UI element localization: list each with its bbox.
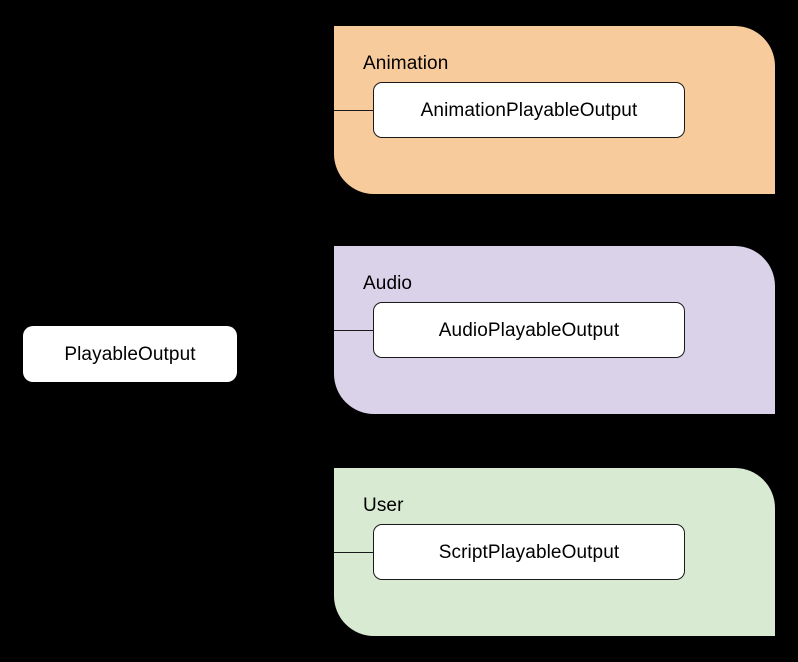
- group-user[interactable]: User ScriptPlayableOutput: [334, 468, 775, 636]
- connector-animation: [334, 110, 374, 111]
- connector-user: [334, 552, 374, 553]
- node-playable-output[interactable]: PlayableOutput: [23, 326, 237, 382]
- group-audio[interactable]: Audio AudioPlayableOutput: [334, 246, 775, 414]
- group-user-label: User: [363, 495, 404, 516]
- group-audio-label: Audio: [363, 273, 413, 294]
- node-playable-output-label: PlayableOutput: [64, 343, 196, 365]
- node-audio-playable-output[interactable]: AudioPlayableOutput: [373, 302, 685, 358]
- node-script-playable-output-label: ScriptPlayableOutput: [438, 541, 620, 563]
- node-audio-playable-output-label: AudioPlayableOutput: [438, 319, 620, 341]
- node-script-playable-output[interactable]: ScriptPlayableOutput: [373, 524, 685, 580]
- node-animation-playable-output-label: AnimationPlayableOutput: [420, 99, 638, 121]
- group-animation[interactable]: Animation AnimationPlayableOutput: [334, 26, 775, 194]
- connector-audio: [334, 330, 374, 331]
- group-animation-label: Animation: [363, 53, 449, 74]
- node-animation-playable-output[interactable]: AnimationPlayableOutput: [373, 82, 685, 138]
